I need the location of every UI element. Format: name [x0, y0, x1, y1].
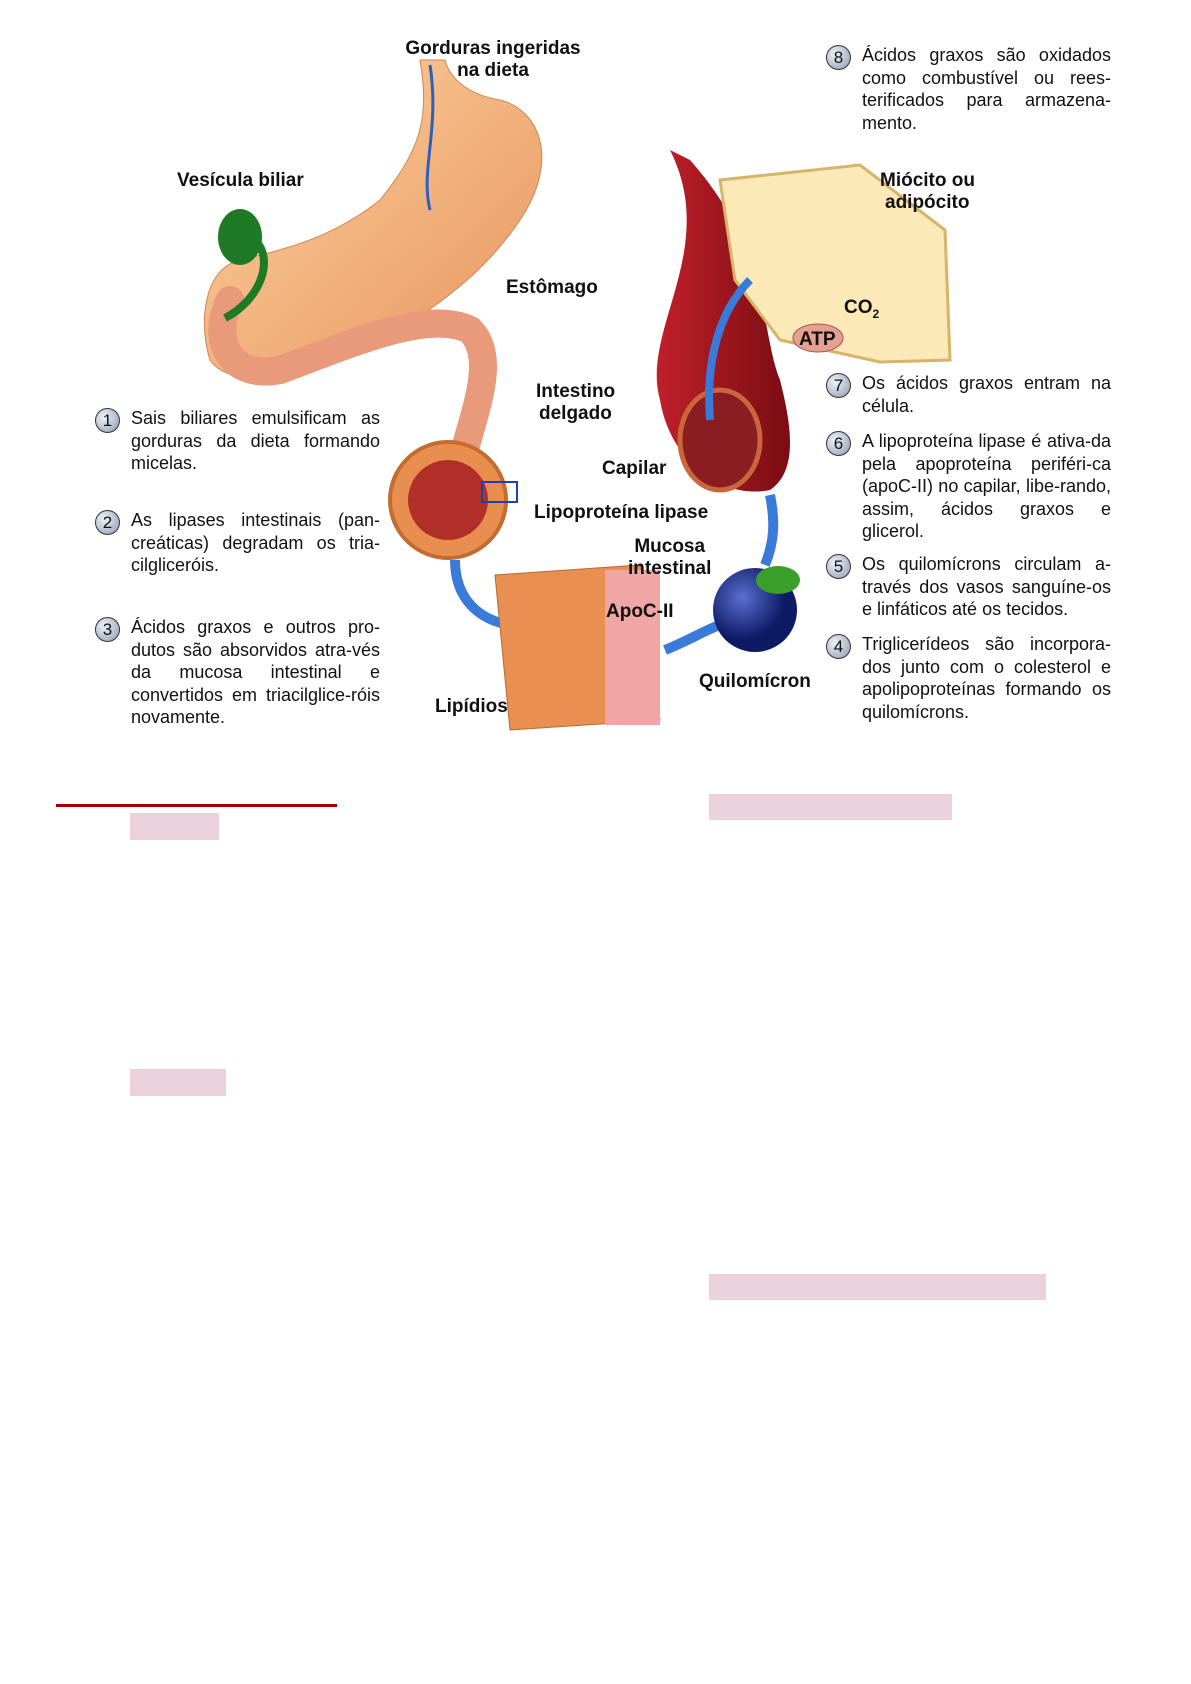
label-lipoprotein-lipase: Lipoproteína lipase — [534, 502, 709, 523]
label-line: na dieta — [457, 60, 529, 81]
highlight-block — [130, 1069, 226, 1096]
label-line: Miócito ou — [880, 170, 975, 191]
label-intestinal-mucosa: Mucosa intestinal — [628, 536, 711, 580]
label-capillary: Capilar — [602, 458, 667, 479]
label-lipids: Lipídios — [435, 696, 508, 717]
step-number-badge: 3 — [95, 617, 120, 642]
label-chylomicron: Quilomícron — [699, 671, 811, 692]
gallbladder — [218, 209, 262, 265]
step-text: Sais biliares emulsificam as gorduras da… — [131, 408, 380, 473]
label-co2-text: CO — [844, 297, 873, 318]
small-intestine-tube — [208, 286, 497, 484]
step-text: Os ácidos graxos entram na célula. — [862, 373, 1111, 416]
step-number-badge: 2 — [95, 510, 120, 535]
label-co2-subscript: 2 — [872, 306, 880, 321]
lipid-digestion-illustration — [203, 59, 952, 731]
step-number-badge: 6 — [826, 431, 851, 456]
step-number-badge: 8 — [826, 45, 851, 70]
label-myocyte: Miócito ou adipócito — [880, 170, 975, 214]
section-divider — [56, 804, 337, 807]
label-line: adipócito — [885, 192, 970, 213]
label-dietary-fats: Gorduras ingeridas na dieta — [400, 38, 586, 82]
step-text: Ácidos graxos são oxidados como combustí… — [862, 45, 1111, 133]
step-text: Triglicerídeos são incorpora-dos junto c… — [862, 634, 1111, 722]
label-atp: ATP — [799, 329, 836, 350]
step-number-badge: 1 — [95, 408, 120, 433]
step-number-badge: 7 — [826, 373, 851, 398]
highlight-block — [130, 813, 219, 840]
step-text: Ácidos graxos e outros pro-dutos são abs… — [131, 617, 380, 727]
label-gallbladder: Vesícula biliar — [177, 170, 304, 191]
label-co2: CO2 — [844, 297, 879, 325]
label-line: Gorduras ingeridas — [405, 38, 581, 59]
label-small-intestine: Intestino delgado — [536, 381, 615, 425]
step-text: A lipoproteína lipase é ativa-da pela ap… — [862, 431, 1111, 541]
highlight-block — [709, 1274, 1046, 1300]
label-line: Intestino — [536, 381, 616, 402]
label-apoc-ii: ApoC-II — [606, 601, 674, 622]
step-text: Os quilomícrons circulam a-través dos va… — [862, 554, 1111, 619]
step-number-badge: 4 — [826, 634, 851, 659]
label-line: delgado — [539, 403, 612, 424]
label-line: intestinal — [628, 558, 712, 579]
highlight-block — [709, 794, 952, 820]
label-line: Mucosa — [634, 536, 706, 557]
label-stomach: Estômago — [506, 277, 598, 298]
step-text: As lipases intestinais (pan-creáticas) d… — [131, 510, 380, 575]
step-number-badge: 5 — [826, 554, 851, 579]
